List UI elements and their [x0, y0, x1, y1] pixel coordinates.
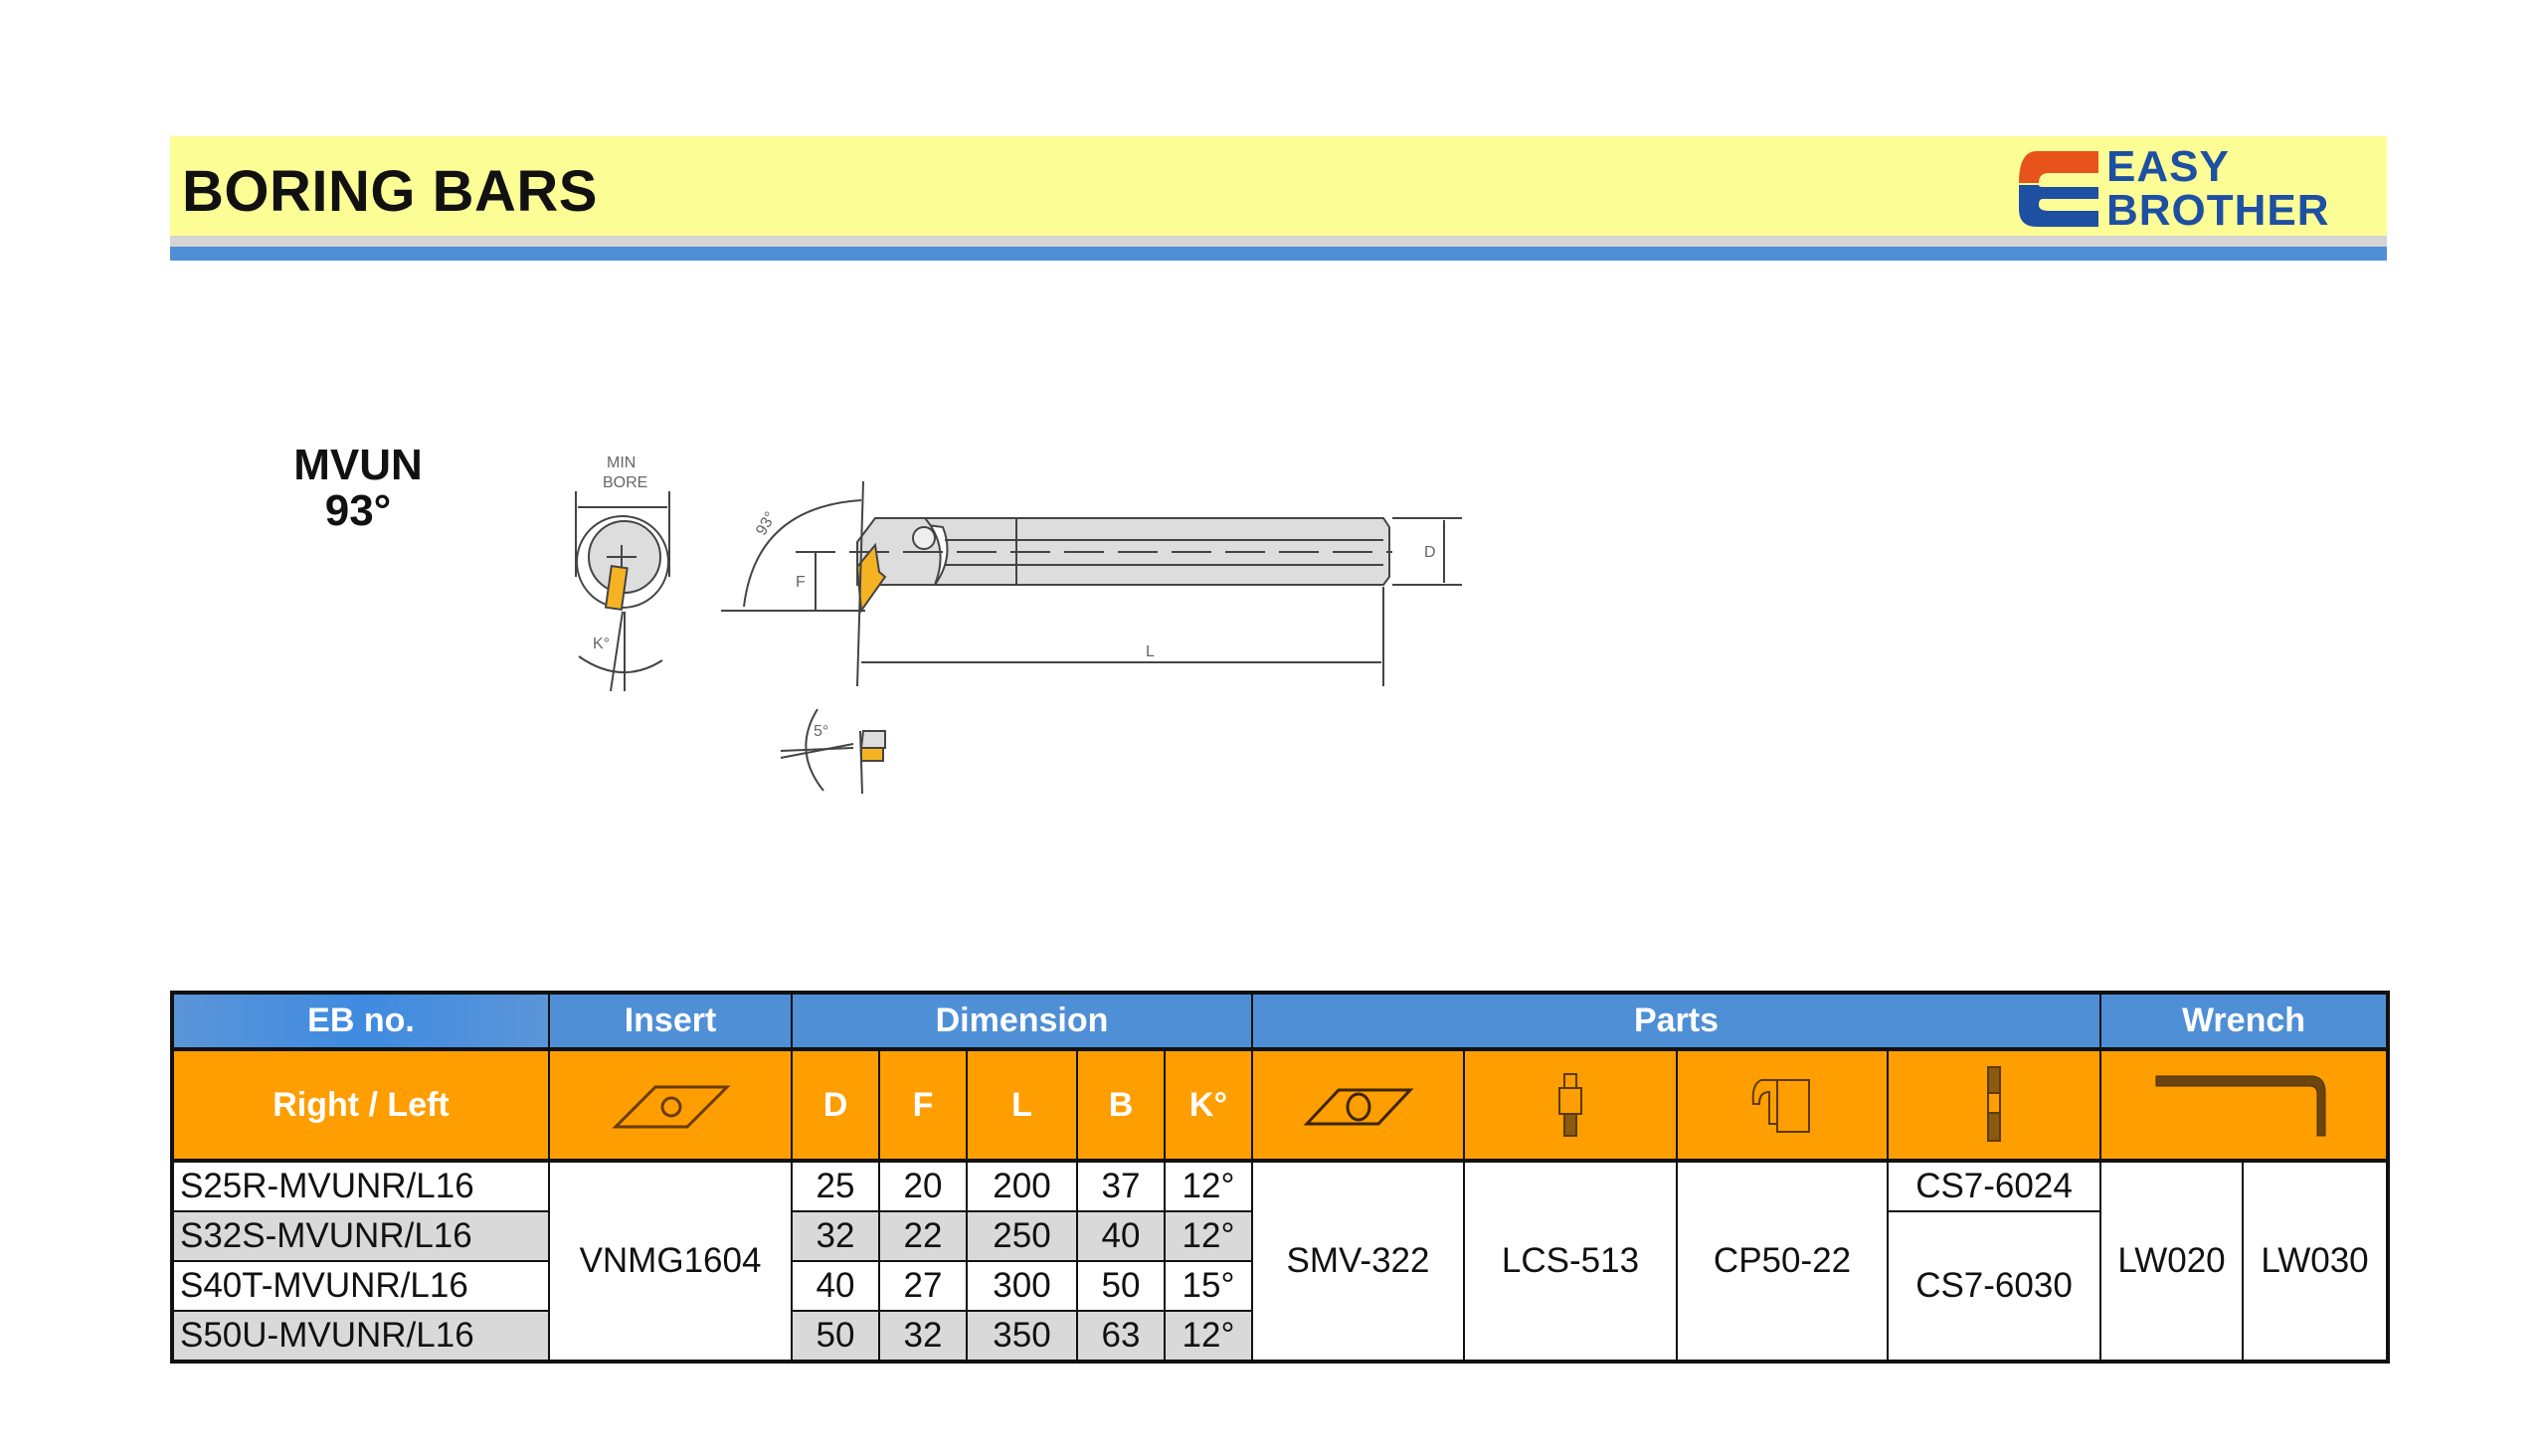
- clamp-screw-icon: [1987, 1066, 2001, 1142]
- b-cell: 37: [1076, 1160, 1166, 1212]
- screw-icon: [1558, 1073, 1582, 1137]
- header-parts: Parts: [1251, 992, 2101, 1050]
- l-cell: 250: [966, 1210, 1078, 1262]
- model-angle: 93°: [324, 486, 392, 535]
- b-cell: 50: [1076, 1260, 1166, 1312]
- screw-icon-cell: [1463, 1048, 1678, 1162]
- insert-cell: VNMG1604: [548, 1160, 793, 1363]
- header-k: K°: [1164, 1048, 1253, 1162]
- shim-icon-cell: [1251, 1048, 1465, 1162]
- table-row: S25R-MVUNR/L16 VNMG1604 25 20 200 37 12°…: [171, 1160, 2389, 1363]
- side-view: 93° F D L: [721, 480, 1462, 687]
- end-view: MIN BORE K°: [575, 455, 670, 692]
- table-row: S40T-MVUNR/L16 40 27 300 50 15°: [171, 1260, 2388, 1312]
- min-bore-label-1: MIN: [607, 455, 636, 471]
- header-divider-gray: [170, 236, 2387, 247]
- logo-text-brother: BROTHER: [2106, 186, 2330, 235]
- d-cell: 40: [791, 1260, 880, 1312]
- f-dimension-label: F: [796, 574, 806, 591]
- sub-header-row: Right / Left D F L B K°: [171, 1048, 2389, 1162]
- wrench-icon-cell: [2099, 1048, 2389, 1162]
- header-b: B: [1076, 1048, 1166, 1162]
- header-insert: Insert: [548, 992, 793, 1050]
- rake-angle-label: 5°: [814, 723, 828, 740]
- k-cell: 12°: [1164, 1310, 1253, 1363]
- k-cell: 15°: [1164, 1260, 1253, 1312]
- shim-icon: [1303, 1088, 1413, 1126]
- eb-no-cell: S32S-MVUNR/L16: [171, 1210, 550, 1262]
- l-cell: 350: [966, 1310, 1078, 1363]
- model-label: MVUN 93°: [269, 443, 448, 534]
- eb-no-cell: S50U-MVUNR/L16: [171, 1310, 550, 1363]
- d-dimension-label: D: [1424, 544, 1436, 561]
- easy-brother-logo: EASY BROTHER: [2019, 142, 2377, 235]
- d-cell: 50: [791, 1310, 880, 1363]
- header-banner: BORING BARS: [170, 136, 2387, 236]
- header-dimension: Dimension: [791, 992, 1253, 1050]
- header-right-left: Right / Left: [171, 1048, 550, 1162]
- header-eb-no: EB no.: [171, 992, 550, 1050]
- eb-no-cell: S25R-MVUNR/L16: [171, 1160, 550, 1212]
- clamp-icon-cell: [1676, 1048, 1889, 1162]
- clamp-screw-cell: CS7-6024: [1887, 1160, 2101, 1212]
- header-f: F: [878, 1048, 968, 1162]
- f-cell: 27: [878, 1260, 968, 1312]
- wrench-cell-1: LW020: [2099, 1160, 2244, 1363]
- table-row: S32S-MVUNR/L16 32 22 250 40 12° CS7-6030: [171, 1210, 2388, 1363]
- insert-icon: [612, 1085, 731, 1129]
- l-cell: 300: [966, 1260, 1078, 1312]
- f-cell: 22: [878, 1210, 968, 1262]
- group-header-row: EB no. Insert Dimension Parts Wrench: [171, 992, 2389, 1050]
- hex-wrench-icon: [2155, 1075, 2326, 1137]
- l-dimension-label: L: [1146, 643, 1155, 660]
- specification-table: EB no. Insert Dimension Parts Wrench Rig…: [170, 991, 2390, 1364]
- clamp-cell: CP50-22: [1676, 1160, 1889, 1363]
- page-title: BORING BARS: [182, 159, 598, 224]
- f-cell: 20: [878, 1160, 968, 1212]
- insert-icon-cell: [548, 1048, 793, 1162]
- model-name: MVUN: [293, 441, 423, 489]
- logo-text-easy: EASY: [2106, 142, 2230, 191]
- header-d: D: [791, 1048, 880, 1162]
- shim-cell: SMV-322: [1251, 1160, 1465, 1363]
- b-cell: 40: [1076, 1210, 1166, 1262]
- rake-view: 5°: [780, 708, 886, 795]
- table-row: S50U-MVUNR/L16 50 32 350 63 12°: [171, 1310, 2388, 1363]
- header-divider-blue: [170, 247, 2387, 261]
- d-cell: 32: [791, 1210, 880, 1262]
- logo-e-icon: [2019, 151, 2098, 227]
- b-cell: 63: [1076, 1310, 1166, 1363]
- shim-screw-cell: LCS-513: [1463, 1160, 1678, 1363]
- clamp-screw-icon-cell: [1887, 1048, 2101, 1162]
- f-cell: 32: [878, 1310, 968, 1363]
- k-cell: 12°: [1164, 1210, 1253, 1262]
- header-l: L: [966, 1048, 1078, 1162]
- l-cell: 200: [966, 1160, 1078, 1212]
- clamp-screw-cell: CS7-6030: [1887, 1210, 2101, 1363]
- d-cell: 25: [791, 1160, 880, 1212]
- k-cell: 12°: [1164, 1160, 1253, 1212]
- wrench-cell-2: LW030: [2242, 1160, 2389, 1363]
- min-bore-label-2: BORE: [603, 474, 647, 491]
- k-angle-label: K°: [593, 636, 610, 652]
- header-wrench: Wrench: [2099, 992, 2389, 1050]
- eb-no-cell: S40T-MVUNR/L16: [171, 1260, 550, 1312]
- clamp-icon: [1751, 1079, 1810, 1133]
